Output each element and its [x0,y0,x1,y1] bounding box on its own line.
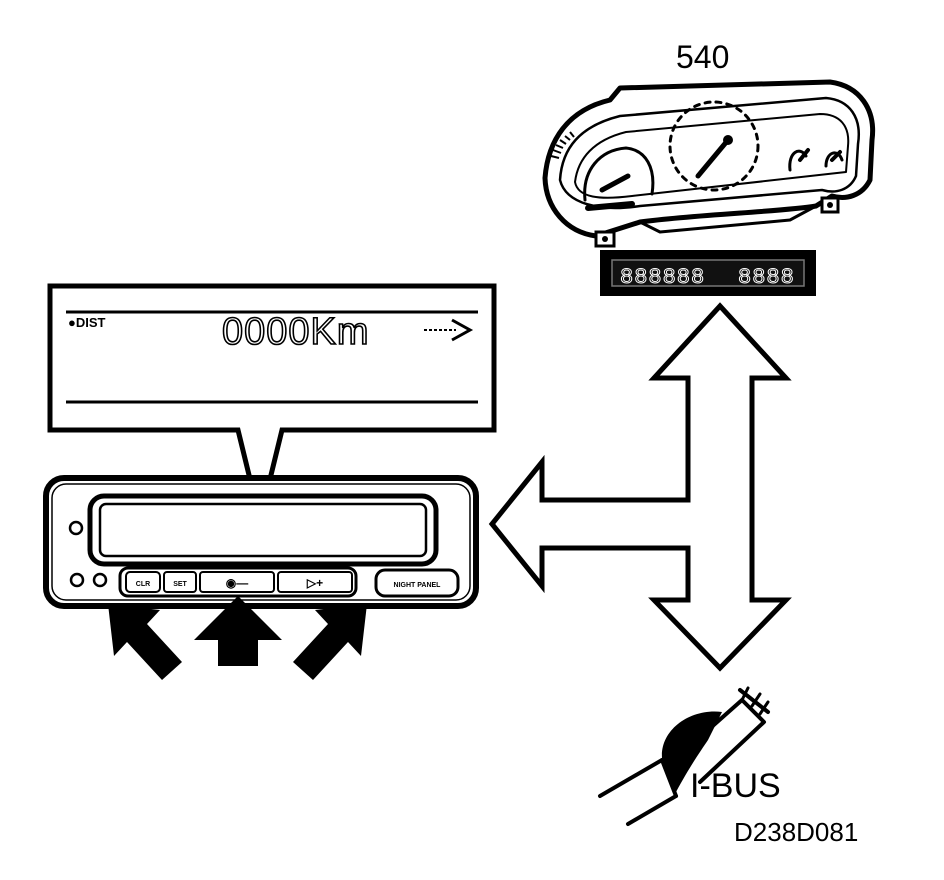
callout-readout: 0000Km [222,311,370,353]
data-flow-arrow [488,302,792,672]
on-board-computer-panel: CLR SET ◉— ▷+ NIGHT PANEL [43,475,479,609]
plus-button[interactable]: ▷+ [277,571,353,593]
press-arrow-plus [293,604,367,680]
figure-code: D238D081 [734,817,858,847]
segment-digits-right: 8888 [738,265,795,290]
indicator-lamp [69,572,85,588]
night-panel-button[interactable]: NIGHT PANEL [374,568,460,598]
clr-button[interactable]: CLR [125,571,161,593]
set-button-label: SET [173,581,187,588]
indicator-lamp [68,520,84,536]
cluster-model-label: 540 [676,39,729,75]
cluster-segment-display: 888888 8888 [600,250,816,296]
instrument-cluster [542,79,876,248]
plus-button-label: ▷+ [306,576,323,590]
right-arrow-icon [424,318,474,342]
ibus-connector [598,686,770,826]
set-button[interactable]: SET [163,571,197,593]
press-arrow-clr [108,604,182,680]
segment-digits-left: 888888 [620,265,705,290]
night-panel-button-label: NIGHT PANEL [394,582,442,589]
callout-mode-label: ●DIST [68,315,106,330]
press-arrow-minus [194,596,282,666]
bus-label: I-BUS [690,767,781,805]
callout-bubble: ●DIST 0000Km [47,283,497,521]
minus-button-label: ◉— [226,576,248,590]
minus-button[interactable]: ◉— [199,571,275,593]
indicator-lamp [92,572,108,588]
clr-button-label: CLR [136,581,150,588]
